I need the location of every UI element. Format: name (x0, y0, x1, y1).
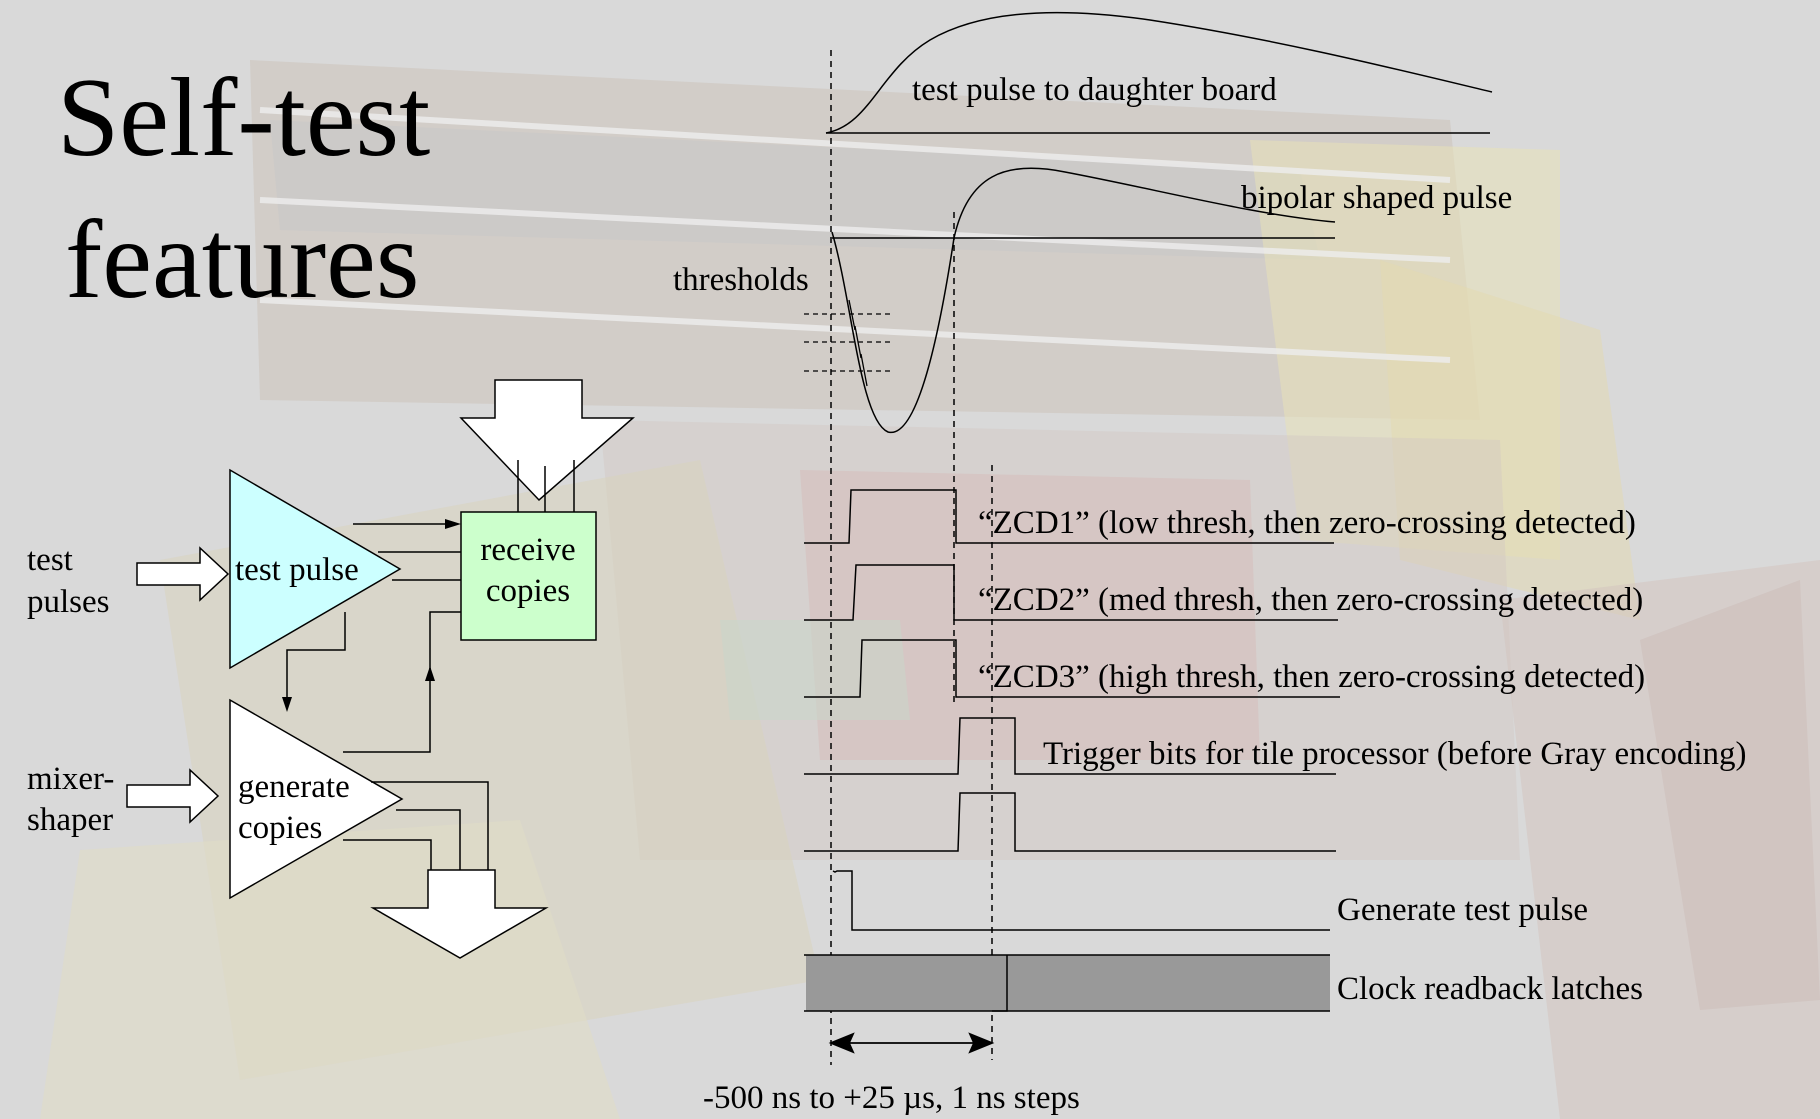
trigger-bit-2-trace (804, 792, 1336, 852)
receive-copies-block (460, 511, 597, 641)
zcd1-signal-trace (804, 489, 1334, 544)
title-line-1: Self-test (57, 56, 430, 180)
timing-range-arrow (828, 1032, 995, 1054)
test-pulse-label: test pulse to daughter board (912, 72, 1277, 108)
receive-copies-label-1: receive (480, 532, 575, 568)
test-pulses-input-arrow (136, 546, 230, 602)
zcd1-label: “ZCD1” (low thresh, then zero-crossing d… (978, 505, 1636, 541)
generate-copies-label-1: generate (238, 769, 350, 805)
readback-latch-trace (804, 954, 1330, 1012)
test-pulses-input-label-2: pulses (27, 584, 110, 620)
zcd2-signal-trace (804, 564, 1338, 621)
bottom-output-arrow (370, 869, 549, 959)
generate-copies-label-2: copies (238, 810, 322, 846)
timing-range-label: -500 ns to +25 µs, 1 ns steps (703, 1080, 1080, 1116)
wiring-arrowheads (282, 519, 461, 712)
zcd2-label: “ZCD2” (med thresh, then zero-crossing d… (978, 582, 1643, 618)
generate-copies-block (229, 698, 404, 900)
zcd3-signal-trace (804, 639, 1340, 698)
test-pulse-block (229, 468, 402, 670)
threshold-lines (804, 313, 892, 372)
top-arrow-bus-lines (517, 460, 575, 512)
mixer-shaper-input-arrow (126, 768, 220, 824)
mixer-shaper-input-label-1: mixer- (27, 761, 114, 797)
test-pulse-block-label: test pulse (235, 552, 359, 588)
thresholds-label: thresholds (673, 262, 809, 298)
generate-test-pulse-trace (832, 870, 1330, 931)
block-wiring (286, 523, 489, 870)
test-pulse-waveform (825, 11, 1493, 134)
threshold-crossing-ticks (848, 299, 868, 387)
bipolar-pulse-waveform (831, 167, 1336, 433)
zcd3-label: “ZCD3” (high thresh, then zero-crossing … (978, 659, 1645, 695)
generate-test-pulse-label: Generate test pulse (1337, 892, 1588, 928)
bipolar-pulse-label: bipolar shaped pulse (1241, 180, 1512, 216)
test-pulses-input-label-1: test (27, 542, 73, 578)
clock-readback-label: Clock readback latches (1337, 971, 1643, 1007)
trigger-bits-label: Trigger bits for tile processor (before … (1043, 736, 1747, 772)
title-line-2: features (65, 198, 419, 322)
receive-copies-label-2: copies (486, 573, 570, 609)
mixer-shaper-input-label-2: shaper (27, 802, 113, 838)
top-output-arrow (459, 379, 636, 502)
trigger-bit-1-trace (804, 717, 1336, 775)
readback-bar (806, 955, 1330, 1011)
